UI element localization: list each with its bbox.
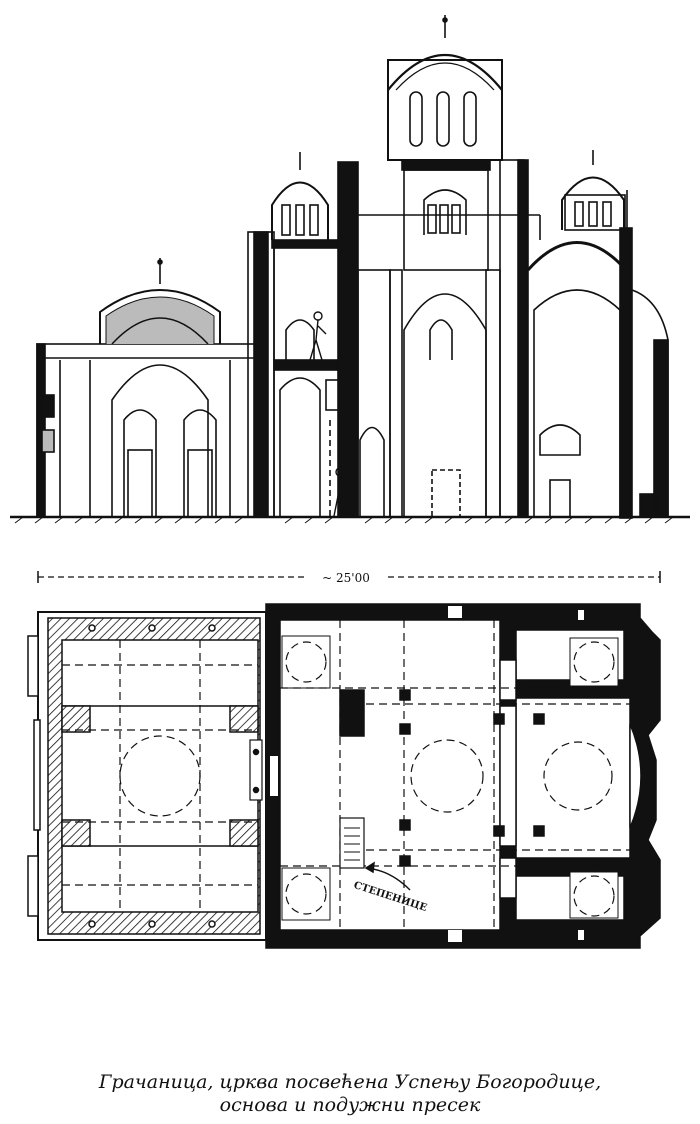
ground-hatch: [14, 516, 674, 524]
stair-tower-section: [247, 152, 353, 518]
caption-line-1: Грачаница, црква посвећена Успењу Богоро…: [98, 1071, 602, 1093]
scale-bar: ~ 25'00: [37, 571, 661, 585]
floor-plan: СТЕПЕНИЦЕ: [27, 603, 661, 949]
main-church-section: [337, 15, 669, 519]
scale-label: ~ 25'00: [322, 571, 370, 585]
human-figure-upper: [309, 311, 327, 361]
caption-line-2: основа и подужни пресек: [219, 1094, 481, 1116]
longitudinal-section: [10, 15, 690, 524]
narthex-section: [36, 258, 256, 518]
